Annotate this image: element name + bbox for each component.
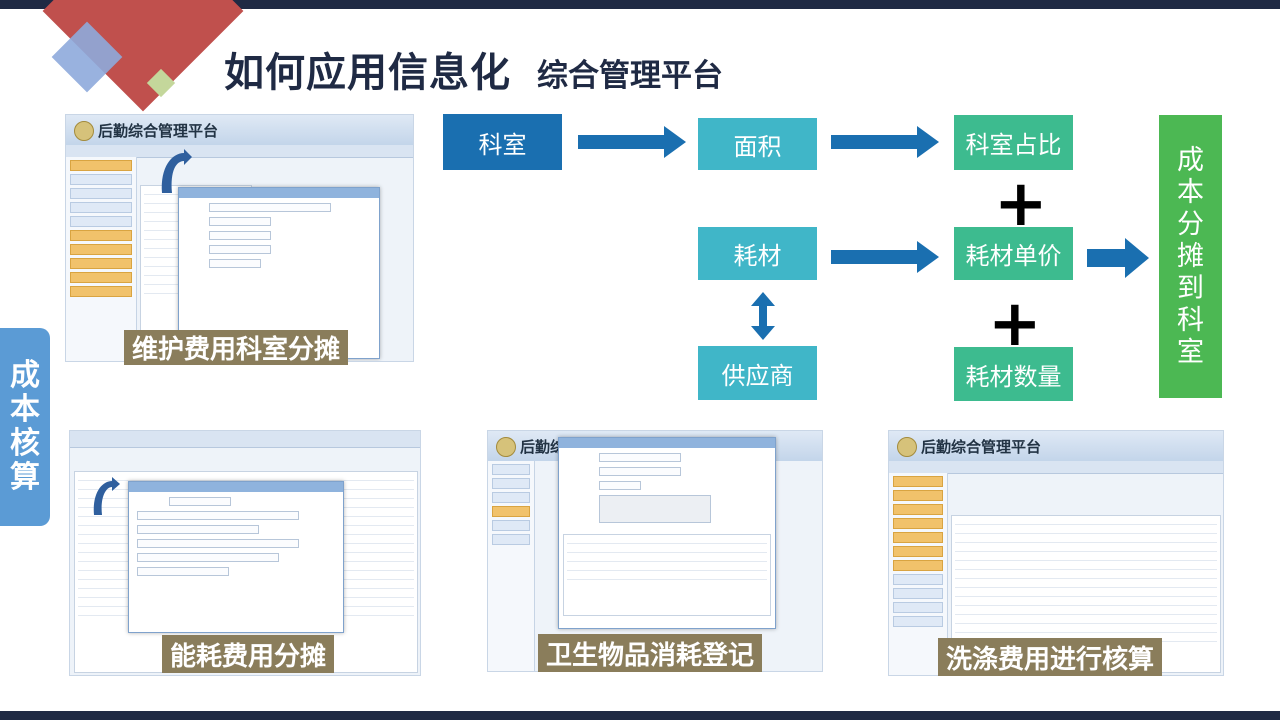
screenshot-laundry: 后勤综合管理平台 — [888, 430, 1224, 676]
screenshot-sidebar — [488, 461, 535, 671]
box-area: 面积 — [698, 118, 817, 170]
screenshot-tabs — [66, 145, 413, 158]
top-bar — [0, 0, 1280, 9]
screenshot-hygiene: 后勤综合管理平 — [487, 430, 823, 672]
logo-icon — [496, 437, 516, 457]
sidebar-item — [70, 244, 132, 255]
screenshot-maintenance: 后勤综合管理平台 — [65, 114, 414, 362]
bottom-bar — [0, 711, 1280, 720]
title-sub: 综合管理平台 — [537, 58, 723, 94]
box-quantity: 耗材数量 — [954, 347, 1073, 401]
arrow-right-icon — [831, 241, 939, 273]
screenshot-tabs — [889, 461, 1223, 474]
sidebar-item — [70, 286, 132, 297]
screenshot-sidebar — [889, 473, 948, 675]
edit-dialog — [128, 481, 344, 633]
sidebar-item — [70, 272, 132, 283]
caption-maintenance: 维护费用科室分摊 — [124, 330, 349, 365]
title-main: 如何应用信息化 — [224, 50, 511, 96]
arrow-right-icon — [1087, 238, 1149, 278]
box-quantity-label: 耗材数量 — [965, 362, 1062, 391]
box-area-label: 面积 — [733, 132, 782, 161]
logo-icon — [74, 121, 94, 141]
box-unit-price: 耗材单价 — [954, 227, 1073, 280]
result-char: 摊 — [1177, 240, 1204, 272]
arrow-right-icon — [578, 126, 686, 158]
logo-icon — [897, 437, 917, 457]
box-dept: 科室 — [443, 114, 562, 170]
sidebar-item — [70, 188, 132, 199]
curved-arrow-icon — [161, 149, 192, 193]
box-material-label: 耗材 — [733, 242, 782, 270]
screenshot-header: 后勤综合管理平台 — [66, 115, 413, 145]
side-tab-char: 算 — [10, 460, 40, 495]
edit-dialog — [558, 437, 776, 629]
box-unit-price-label: 耗材单价 — [965, 242, 1062, 270]
box-result: 成 本 分 摊 到 科 室 — [1159, 115, 1222, 398]
arrow-right-icon — [831, 126, 939, 158]
result-char: 本 — [1177, 176, 1204, 208]
result-char: 科 — [1177, 304, 1204, 336]
box-supplier: 供应商 — [698, 346, 817, 400]
sidebar-item — [70, 216, 132, 227]
result-char: 到 — [1177, 272, 1204, 304]
data-grid — [563, 534, 771, 616]
arrow-up-down-icon — [751, 292, 775, 340]
sidebar-item — [70, 202, 132, 213]
plus-sign: + — [994, 167, 1048, 241]
caption-energy: 能耗费用分摊 — [162, 635, 335, 673]
side-tab-cost-accounting: 成 本 核 算 — [0, 328, 50, 526]
result-char: 分 — [1177, 208, 1204, 240]
plus-sign: + — [988, 287, 1042, 361]
sidebar-item — [70, 230, 132, 241]
slide-title: 如何应用信息化 综合管理平台 — [224, 40, 723, 96]
screenshot-brand: 后勤综合管理平台 — [98, 122, 219, 140]
sidebar-item — [70, 258, 132, 269]
screenshot-brand: 后勤综合管理平台 — [921, 438, 1042, 456]
caption-hygiene: 卫生物品消耗登记 — [538, 634, 763, 672]
box-dept-ratio: 科室占比 — [954, 115, 1073, 170]
result-char: 成 — [1177, 144, 1204, 176]
screenshot-header: 后勤综合管理平台 — [889, 431, 1223, 461]
result-char: 室 — [1177, 336, 1204, 368]
box-material: 耗材 — [698, 227, 817, 280]
box-dept-label: 科室 — [478, 130, 527, 159]
sidebar-item — [70, 160, 132, 171]
box-dept-ratio-label: 科室占比 — [965, 131, 1062, 159]
curved-arrow-icon — [93, 477, 120, 515]
screenshot-sidebar — [66, 157, 137, 361]
side-tab-char: 核 — [10, 426, 40, 461]
caption-laundry: 洗涤费用进行核算 — [938, 638, 1163, 676]
box-supplier-label: 供应商 — [721, 361, 794, 390]
side-tab-char: 本 — [10, 392, 40, 427]
sidebar-item — [70, 174, 132, 185]
screenshot-tabs — [70, 431, 420, 448]
side-tab-char: 成 — [10, 358, 40, 393]
